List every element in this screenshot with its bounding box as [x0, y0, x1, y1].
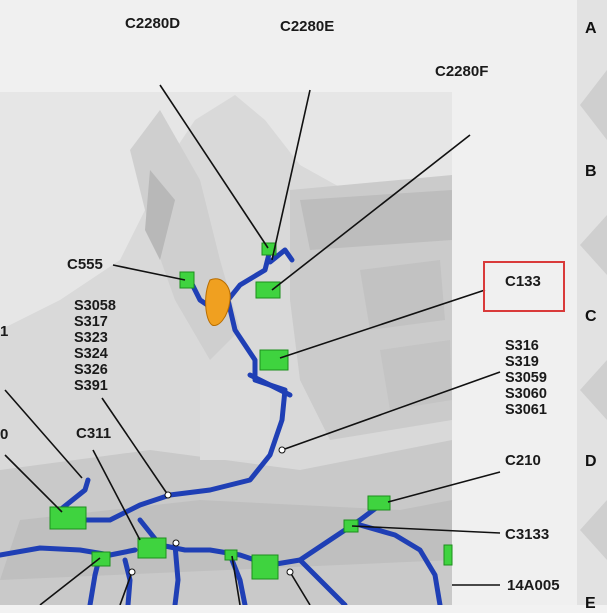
- splice-label: S319: [505, 354, 539, 370]
- connector-c2280e: [255, 281, 281, 299]
- connector-small-1: [224, 549, 238, 561]
- orange-clip: [205, 278, 231, 327]
- label-c133: C133: [505, 273, 541, 290]
- splice-label: S326: [74, 362, 108, 378]
- connector-right-edge: [443, 544, 453, 566]
- splice-label-group-right: S316 S319 S3059 S3060 S3061: [505, 338, 547, 418]
- label-c2280f: C2280F: [435, 63, 489, 80]
- grid-row-a: A: [585, 20, 597, 37]
- splice-markers: [128, 446, 294, 576]
- grid-row-e: E: [585, 595, 596, 612]
- splice-label: S3059: [505, 370, 547, 386]
- splice-label-group-left: S3058 S317 S323 S324 S326 S391: [74, 298, 116, 394]
- splice-label: S316: [505, 338, 539, 354]
- leader-lines: [4, 84, 501, 605]
- grid-row-c: C: [585, 308, 597, 325]
- connector-left-1: [49, 506, 87, 530]
- grid-row-d: D: [585, 453, 597, 470]
- connectors: [49, 242, 453, 580]
- connector-c555: [179, 271, 195, 289]
- connector-lower-center: [251, 554, 279, 580]
- grid-row-b: B: [585, 163, 597, 180]
- splice-label: S391: [74, 378, 108, 394]
- splice-label: S3061: [505, 402, 547, 418]
- splice-label: S317: [74, 314, 108, 330]
- label-c311: C311: [76, 425, 112, 442]
- splice-label: S3058: [74, 298, 116, 314]
- connector-c210: [367, 495, 391, 511]
- splice-label: S323: [74, 330, 108, 346]
- splice-label: S324: [74, 346, 108, 362]
- label-c210: C210: [505, 452, 541, 469]
- label-c2280e: C2280E: [280, 18, 335, 35]
- label-c555: C555: [67, 256, 103, 273]
- connector-c2280d: [261, 242, 277, 256]
- label-14a005: 14A005: [507, 577, 560, 594]
- label-partial-0: 0: [0, 426, 9, 443]
- label-partial-1: 1: [0, 323, 9, 340]
- connector-lower-left: [91, 551, 111, 567]
- splice-label: S3060: [505, 386, 547, 402]
- c133-highlight-box: [483, 261, 565, 312]
- label-c2280d: C2280D: [125, 15, 181, 32]
- grid-reference-panel: [577, 0, 607, 605]
- connector-c133: [259, 349, 289, 371]
- connector-c311: [137, 537, 167, 559]
- label-c3133: C3133: [505, 526, 550, 543]
